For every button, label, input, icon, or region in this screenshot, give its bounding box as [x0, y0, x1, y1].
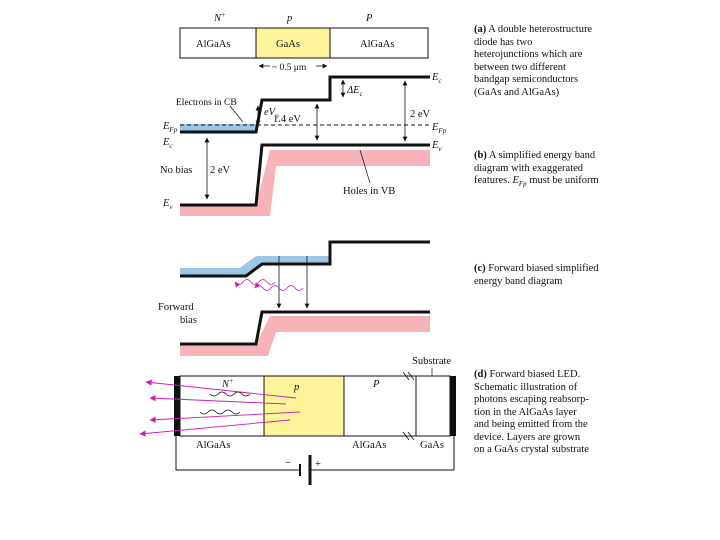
caption-a-line-2: diode has two — [474, 36, 533, 48]
photon-squiggle-1 — [209, 391, 251, 397]
caption-a-line-5: bandgap semiconductors — [474, 74, 579, 85]
substrate-label: Substrate — [412, 356, 451, 367]
gaas-label: GaAs — [276, 39, 300, 50]
ec-left-label: Ec — [162, 137, 173, 150]
evo-label: eVo — [264, 107, 279, 120]
gaas-label-d: GaAs — [420, 440, 444, 451]
label-n-top: N+ — [213, 11, 226, 24]
conduction-band-line-c — [180, 240, 430, 278]
layer-stack-a: N+ p P AlGaAs GaAs AlGaAs ~ 0.5 μm — [179, 11, 429, 73]
break-bottom-1 — [402, 431, 410, 441]
twoev-left-label: 2 eV — [210, 165, 231, 176]
device-d: Substrate N+ p P AlGaAs AlGaAs GaAs − + — [139, 356, 456, 485]
caption-c-line-2: energy band diagram — [474, 275, 563, 287]
photon-ray-2 — [149, 395, 287, 405]
width-label: ~ 0.5 μm — [272, 63, 307, 73]
conduction-band-line — [180, 75, 430, 134]
caption-a-line-4: between two different — [474, 61, 566, 73]
plus-label: + — [315, 459, 321, 470]
nobias-label: No bias — [160, 165, 192, 176]
caption-d-line-6: device. Layers are grown — [474, 431, 581, 443]
holes-pointer — [359, 149, 371, 184]
hole-band-fill — [180, 150, 430, 216]
n-label-d: N+ — [221, 377, 234, 390]
P-region-d — [343, 375, 451, 437]
caption-d-line-2: Schematic illustration of — [474, 381, 578, 393]
photon-ray-1 — [145, 379, 297, 399]
caption-a-line-6: (GaAs and AlGaAs) — [474, 86, 560, 98]
valence-band-line-c — [180, 310, 430, 346]
P-label-d: P — [372, 379, 380, 390]
photon-wave-c1 — [234, 279, 276, 288]
caption-d-line-5: and being emitted from the — [474, 419, 588, 430]
delta-ec-label: ΔEc — [346, 85, 364, 98]
caption-b-line-1: A simplified energy band — [488, 150, 596, 161]
electron-band-fill — [180, 124, 256, 132]
onefour-label: 1.4 eV — [273, 114, 301, 125]
caption-c-tag: (c) — [474, 263, 486, 274]
ec-right-label: Ec — [431, 72, 442, 85]
caption-d-line-3: photons escaping reabsorp- — [474, 394, 589, 405]
p-region-d — [263, 375, 345, 437]
photon-ray-4 — [139, 419, 291, 437]
electrons-label: Electrons in CB — [176, 98, 237, 108]
holes-label: Holes in VB — [343, 186, 395, 197]
band-diagram-b: Electrons in CB EFp Ec No bias 2 eV Ev e… — [160, 72, 447, 216]
gaas-layer — [255, 27, 331, 59]
caption-d: (d) Forward biased LED. Schematic illust… — [474, 369, 714, 457]
algaas-right-label-d: AlGaAs — [352, 440, 386, 451]
caption-b: (b) A simplified energy band diagram wit… — [474, 150, 714, 191]
caption-a: (a) A double heterostructure diode has t… — [474, 24, 714, 99]
caption-b-line-3: features. — [474, 175, 510, 186]
efp-left-label: EFp — [162, 121, 178, 134]
hole-band-fill-c — [180, 316, 430, 356]
photon-squiggle-2 — [199, 409, 241, 415]
caption-a-line-3: heterojunctions which are — [474, 49, 583, 60]
n-algaas-label: AlGaAs — [196, 39, 230, 50]
P-algaas-layer — [329, 27, 429, 59]
algaas-left-label-d: AlGaAs — [196, 440, 230, 451]
caption-a-line-1: A double heterostructure — [488, 24, 593, 35]
electron-band-fill-c — [180, 256, 330, 276]
caption-d-line-4: tion in the AlGaAs layer — [474, 406, 577, 418]
valence-band-line — [180, 143, 430, 207]
caption-c: (c) Forward biased simplified energy ban… — [474, 263, 714, 288]
caption-d-tag: (d) — [474, 369, 487, 380]
photon-wave-c2 — [254, 282, 304, 291]
caption-c-line-1: Forward biased simplified — [488, 263, 599, 274]
caption-a-tag: (a) — [474, 24, 487, 35]
minus-label: − — [285, 458, 291, 469]
caption-b-line-4: must be uniform — [529, 175, 599, 186]
band-diagram-c: Forward bias — [158, 240, 430, 356]
caption-b-line-2: diagram with exaggerated — [474, 162, 584, 174]
bias-label: bias — [180, 315, 197, 326]
efp-right-label: EFp — [431, 122, 447, 135]
ev-right-label: Ev — [431, 140, 442, 153]
twoev-right-label: 2 eV — [410, 109, 431, 120]
left-contact — [174, 376, 180, 436]
p-label-d: p — [293, 382, 299, 393]
n-algaas-layer — [179, 27, 257, 59]
ev-left-label: Ev — [162, 198, 173, 211]
label-P-top: P — [365, 13, 373, 24]
break-bottom-2 — [407, 431, 415, 441]
P-algaas-label: AlGaAs — [360, 39, 394, 50]
caption-d-line-7: on a GaAs crystal substrate — [474, 444, 589, 455]
electrons-pointer — [229, 105, 244, 123]
circuit-wire-right — [310, 436, 455, 471]
right-contact — [450, 376, 456, 436]
forward-label: Forward — [158, 302, 194, 313]
caption-d-line-1: Forward biased LED. — [489, 369, 581, 380]
break-top-1 — [402, 371, 410, 381]
caption-b-tag: (b) — [474, 150, 487, 161]
break-top-2 — [407, 371, 415, 381]
photon-ray-3 — [149, 411, 301, 423]
caption-b-efp: EFp — [512, 175, 527, 189]
label-p-top: p — [286, 13, 292, 24]
circuit-wire-left — [175, 436, 300, 471]
